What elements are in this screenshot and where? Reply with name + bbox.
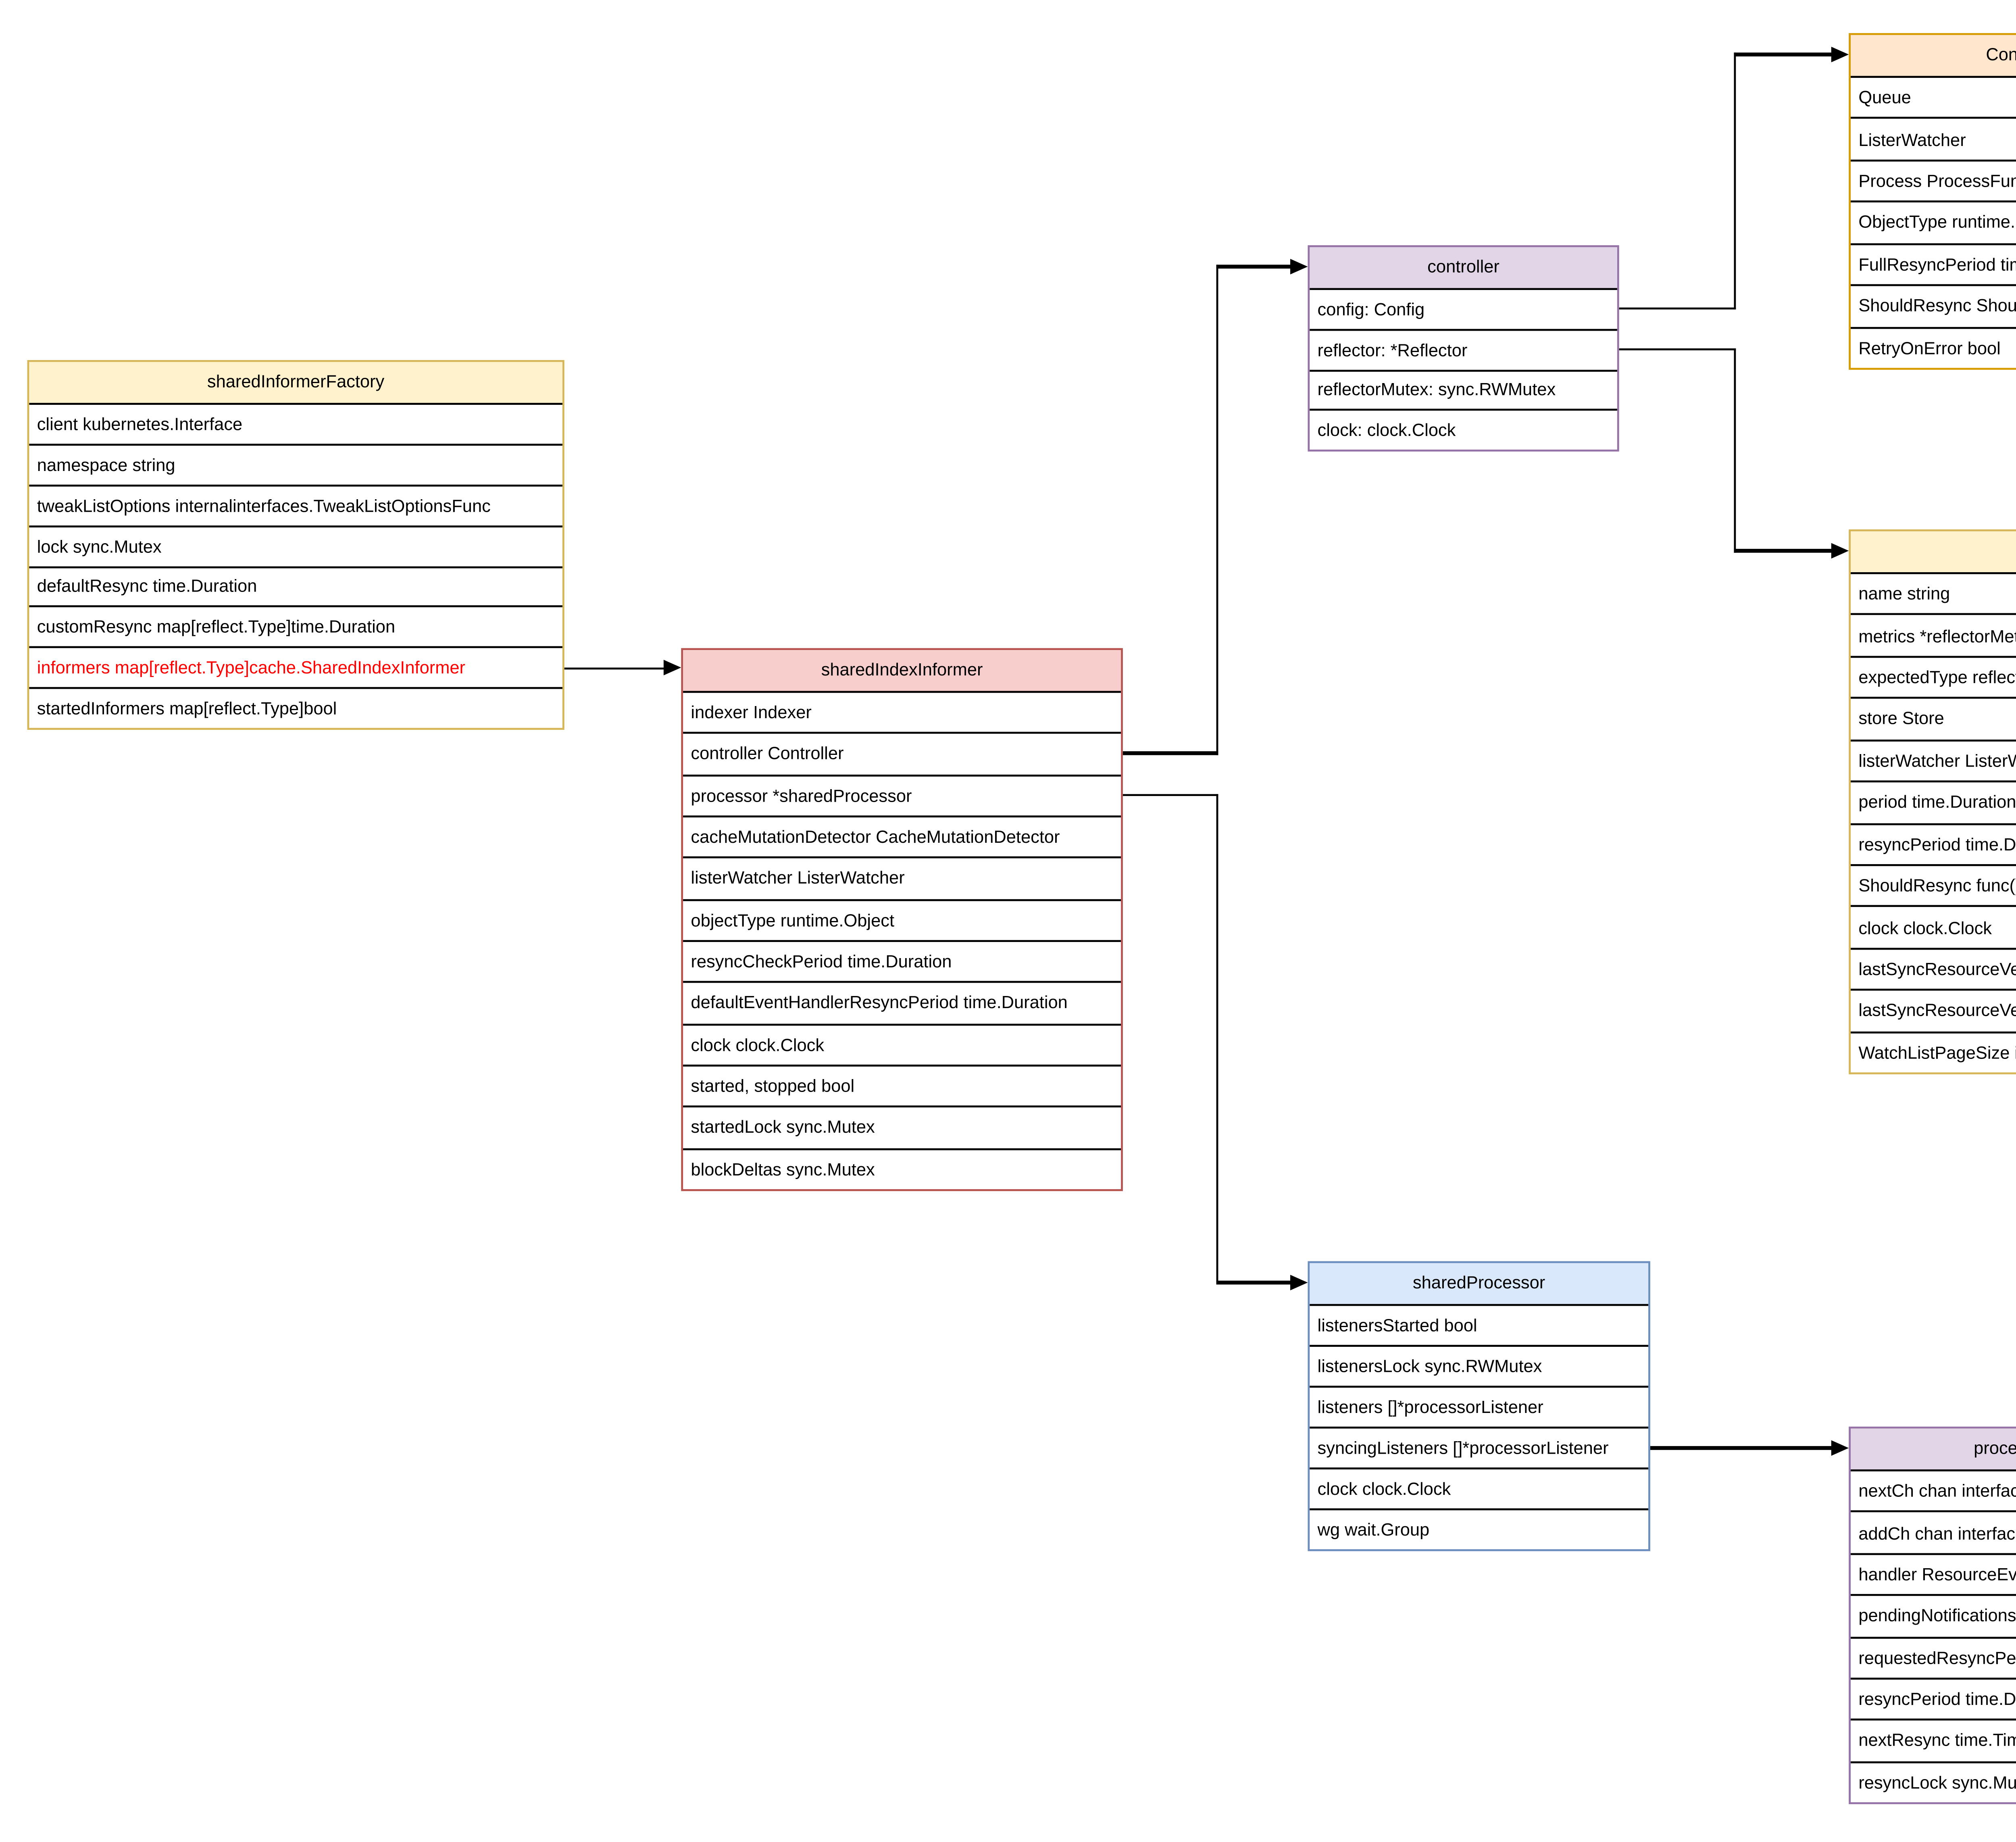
- field-row: ShouldResync func() bool: [1851, 864, 2016, 906]
- field-row: resyncPeriod time.Duration: [1851, 822, 2016, 864]
- field-row: clock clock.Clock: [1310, 1467, 1649, 1508]
- field-row: addCh chan interface{}: [1851, 1511, 2016, 1552]
- field-row: lastSyncResourceVersionMutex sync.RWMute…: [1851, 989, 2016, 1031]
- field-list: name string metrics *reflectorMetrics ex…: [1851, 574, 2016, 1073]
- field-row: requestedResyncPeriod time.Duration: [1851, 1636, 2016, 1677]
- field-row: name string: [1858, 584, 1950, 604]
- class-title: sharedInformerFactory: [29, 362, 562, 405]
- field-row: expectedType reflect.Type: [1851, 655, 2016, 697]
- field-row: namespace string: [29, 443, 562, 484]
- field-row: syncingListeners []*processorListener: [1310, 1426, 1649, 1467]
- class-title: Reflector: [1851, 531, 2016, 574]
- field-row: listenersStarted bool: [1317, 1315, 1477, 1335]
- field-row: indexer Indexer: [691, 703, 812, 723]
- class-shared-informer-factory: sharedInformerFactory client kubernetes.…: [27, 360, 564, 730]
- class-title-label: controller: [1427, 257, 1500, 277]
- field-row: blockDeltas sync.Mutex: [683, 1147, 1121, 1189]
- field-row: Queue: [1858, 88, 1911, 108]
- arrow-right-icon: [1831, 1439, 1849, 1455]
- field-row: defaultEventHandlerResyncPeriod time.Dur…: [683, 981, 1121, 1023]
- field-row: store Store: [1851, 697, 2016, 739]
- class-title-label: Config: [1986, 45, 2016, 65]
- field-row: WatchListPageSize int64: [1851, 1031, 2016, 1072]
- field-row: ShouldResync ShouldResyncFunc: [1851, 284, 2016, 326]
- field-row: customResync map[reflect.Type]time.Durat…: [29, 606, 562, 647]
- class-title: controller: [1310, 247, 1617, 290]
- field-row: FullResyncPeriod time.Duration: [1851, 242, 2016, 284]
- field-row: defaultResync time.Duration: [29, 565, 562, 606]
- class-title-label: sharedIndexInformer: [821, 660, 983, 679]
- field-row: nextCh chan interface{}: [1858, 1481, 2016, 1501]
- field-list: listenersStarted bool listenersLock sync…: [1310, 1306, 1649, 1549]
- field-row: RetryOnError bool: [1851, 326, 2016, 368]
- class-title-label: sharedInformerFactory: [207, 372, 385, 392]
- class-title: sharedProcessor: [1310, 1263, 1649, 1306]
- field-row: config: Config: [1317, 299, 1425, 319]
- field-row: clock clock.Clock: [1851, 906, 2016, 947]
- field-row: lock sync.Mutex: [29, 525, 562, 565]
- field-row: wg wait.Group: [1310, 1508, 1649, 1549]
- class-shared-index-informer: sharedIndexInformer indexer Indexer cont…: [681, 648, 1123, 1191]
- field-row: Process ProcessFunc: [1851, 159, 2016, 201]
- field-list: config: Config reflector: *Reflector ref…: [1310, 290, 1617, 450]
- field-row: listerWatcher ListerWatcher: [683, 857, 1121, 898]
- field-row: reflectorMutex: sync.RWMutex: [1310, 369, 1617, 409]
- field-row: startedLock sync.Mutex: [683, 1106, 1121, 1148]
- field-row: objectType runtime.Object: [683, 898, 1121, 940]
- class-processor-listener: processorListener nextCh chan interface{…: [1849, 1426, 2016, 1804]
- class-controller: controller config: Config reflector: *Re…: [1308, 245, 1619, 452]
- field-row: ListerWatcher: [1851, 117, 2016, 159]
- field-list: indexer Indexer controller Controller pr…: [683, 693, 1121, 1189]
- class-config: Config Queue ListerWatcher Process Proce…: [1849, 33, 2016, 370]
- field-row: reflector: *Reflector: [1310, 328, 1617, 369]
- field-row: ObjectType runtime.Object: [1851, 201, 2016, 242]
- field-row: startedInformers map[reflect.Type]bool: [29, 687, 562, 728]
- field-row: lastSyncResourceVersion string: [1851, 947, 2016, 989]
- arrow-right-icon: [1290, 1273, 1308, 1290]
- field-row: cacheMutationDetector CacheMutationDetec…: [683, 815, 1121, 857]
- field-row: listerWatcher ListerWatcher: [1851, 739, 2016, 781]
- field-row: client kubernetes.Interface: [37, 414, 243, 434]
- arrow-right-icon: [1290, 258, 1308, 274]
- field-list: client kubernetes.Interface namespace st…: [29, 405, 562, 728]
- field-row: clock: clock.Clock: [1310, 409, 1617, 450]
- field-row: resyncPeriod time.Duration: [1851, 1677, 2016, 1719]
- field-row: listenersLock sync.RWMutex: [1310, 1345, 1649, 1386]
- field-row: clock clock.Clock: [683, 1023, 1121, 1065]
- field-row: listeners []*processorListener: [1310, 1386, 1649, 1426]
- arrow-right-icon: [663, 660, 681, 675]
- field-row: period time.Duration: [1851, 780, 2016, 822]
- field-row: handler ResourceEventHandler: [1851, 1552, 2016, 1594]
- field-row: tweakListOptions internalinterfaces.Twea…: [29, 484, 562, 525]
- class-title-label: sharedProcessor: [1412, 1273, 1545, 1293]
- field-list: nextCh chan interface{} addCh chan inter…: [1851, 1471, 2016, 1802]
- field-row: resyncCheckPeriod time.Duration: [683, 940, 1121, 981]
- class-shared-processor: sharedProcessor listenersStarted bool li…: [1308, 1261, 1650, 1551]
- field-list: Queue ListerWatcher Process ProcessFunc …: [1851, 78, 2016, 368]
- field-row: controller Controller: [683, 732, 1121, 774]
- field-row: started, stopped bool: [683, 1064, 1121, 1106]
- field-row: resyncLock sync.Mutex: [1851, 1761, 2016, 1802]
- arrow-right-icon: [1831, 46, 1849, 62]
- class-title: Config: [1851, 35, 2016, 78]
- field-row: processor *sharedProcessor: [683, 774, 1121, 815]
- class-title: processorListener: [1851, 1428, 2016, 1471]
- field-row: pendingNotifications buffer.RingGrowing: [1851, 1594, 2016, 1636]
- arrow-right-icon: [1831, 542, 1849, 558]
- field-row-informers-highlight: informers map[reflect.Type]cache.SharedI…: [29, 646, 562, 688]
- field-row: metrics *reflectorMetrics: [1851, 614, 2016, 655]
- class-title-label: processorListener: [1974, 1438, 2016, 1458]
- field-row: nextResync time.Time: [1851, 1719, 2016, 1761]
- class-reflector: Reflector name string metrics *reflector…: [1849, 529, 2016, 1075]
- class-title: sharedIndexInformer: [683, 650, 1121, 693]
